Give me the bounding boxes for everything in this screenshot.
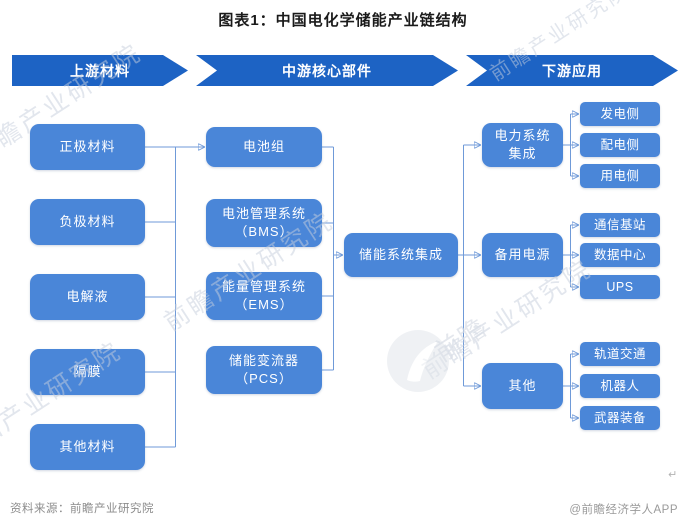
node-weapons-equipment: 武器装备 [580,406,660,430]
node-power-system-integration: 电力系统 集成 [482,123,563,167]
source-text: 资料来源：前瞻产业研究院 [10,503,154,515]
node-battery-pack: 电池组 [206,127,322,167]
node-cathode-materials: 正极材料 [30,124,145,170]
node-rail-transit: 轨道交通 [580,342,660,366]
node-telecom-base-station: 通信基站 [580,213,660,237]
node-anode-materials: 负极材料 [30,199,145,245]
return-mark-icon: ↵ [668,469,678,481]
chart-title: 图表1：中国电化学储能产业链结构 [218,12,468,29]
node-ems: 能量管理系统 （EMS） [206,272,322,320]
node-pcs: 储能变流器 （PCS） [206,346,322,394]
node-other-applications: 其他 [482,363,563,409]
stage-upstream: 上游材料 [12,55,188,86]
credit-text: @前瞻经济学人APP [569,504,678,516]
node-ups: UPS [580,275,660,299]
node-separator: 隔膜 [30,349,145,395]
stage-downstream: 下游应用 [466,55,678,86]
node-other-materials: 其他材料 [30,424,145,470]
node-generation-side: 发电侧 [580,102,660,126]
node-consumption-side: 用电侧 [580,164,660,188]
node-data-center: 数据中心 [580,243,660,267]
node-robots: 机器人 [580,374,660,398]
stage-midstream: 中游核心部件 [196,55,458,86]
node-electrolyte: 电解液 [30,274,145,320]
node-bms: 电池管理系统 （BMS） [206,199,322,247]
node-ess-integration: 储能系统集成 [344,233,458,277]
node-backup-power: 备用电源 [482,233,563,277]
node-distribution-side: 配电侧 [580,133,660,157]
